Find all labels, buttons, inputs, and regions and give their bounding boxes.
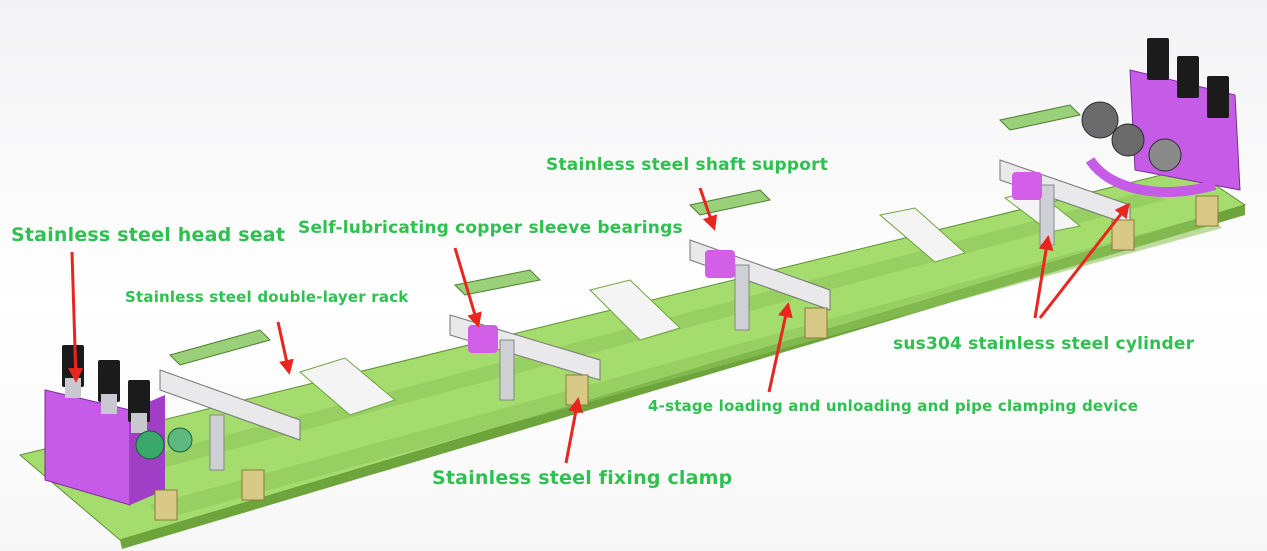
label-copper-bearings: Self-lubricating copper sleeve bearings xyxy=(298,218,683,238)
left-head-seat xyxy=(44,345,193,506)
label-cylinder: sus304 stainless steel cylinder xyxy=(893,334,1195,354)
arrow-copper-bearings xyxy=(453,247,482,328)
callout-arrows xyxy=(68,187,1130,464)
arrow-cylinder-a xyxy=(1033,235,1054,319)
loading-station-1 xyxy=(159,329,301,471)
arrow-shaft-support-a xyxy=(698,187,718,231)
loading-station-3 xyxy=(688,189,831,331)
arrow-double-rack xyxy=(276,321,294,375)
right-head-seat xyxy=(1081,38,1241,197)
arrow-fixing-clamp xyxy=(564,397,584,464)
label-head-seat: Stainless steel head seat xyxy=(11,224,286,246)
label-fixing-clamp: Stainless steel fixing clamp xyxy=(432,467,733,489)
arrow-cylinder-b xyxy=(1038,202,1130,319)
arrow-loading-device xyxy=(767,302,793,393)
arrow-head-seat xyxy=(68,251,84,383)
label-double-rack: Stainless steel double-layer rack xyxy=(125,288,409,306)
label-shaft-support: Stainless steel shaft support xyxy=(546,155,829,175)
loading-station-2 xyxy=(449,269,601,401)
fixing-clamps xyxy=(154,195,1219,521)
label-loading-device: 4-stage loading and unloading and pipe c… xyxy=(648,397,1139,415)
